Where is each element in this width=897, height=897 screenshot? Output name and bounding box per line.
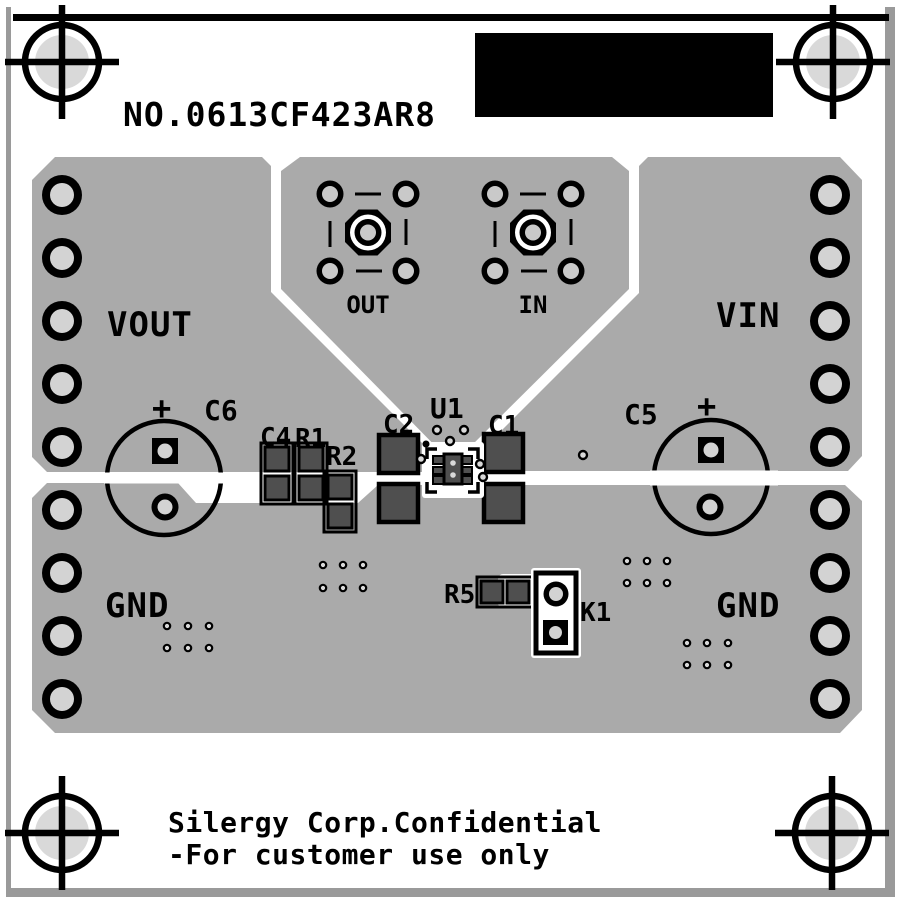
pour-top-left-vout: [32, 157, 451, 472]
refdes-c5: C5: [624, 398, 658, 431]
u1-ic: [422, 442, 484, 498]
left-pad-column: [42, 175, 82, 719]
via: [415, 453, 427, 465]
through-hole-pad: [42, 427, 82, 467]
board-number-text: NO.0613CF423AR8: [123, 95, 436, 134]
refdes-r1: R1: [295, 424, 326, 454]
plus-mark-c6: +: [152, 389, 171, 427]
c4-component: [259, 441, 295, 506]
label-out: OUT: [346, 291, 389, 319]
label-vout: VOUT: [107, 305, 193, 345]
label-gnd-left: GND: [105, 586, 169, 626]
c5-capacitor: [696, 437, 724, 521]
via: [458, 424, 470, 436]
through-hole-pad: [810, 301, 850, 341]
through-hole-pad: [42, 553, 82, 593]
through-hole-pad: [42, 490, 82, 530]
via: [577, 449, 589, 461]
via: [477, 471, 489, 483]
c1-component: [481, 431, 526, 525]
through-hole-pad: [810, 679, 850, 719]
plus-mark-c5: +: [697, 387, 716, 425]
refdes-r2: R2: [326, 442, 357, 472]
right-pad-column: [810, 175, 850, 719]
footer-line-1: Silergy Corp.Confidential: [168, 806, 602, 839]
through-hole-pad: [810, 238, 850, 278]
pour-bottom-gnd: [32, 483, 862, 733]
through-hole-pad: [810, 427, 850, 467]
through-hole-pad: [810, 175, 850, 215]
refdes-k1: K1: [580, 598, 611, 628]
footer-line-2: -For customer use only: [168, 838, 550, 871]
frame-bottom: [6, 888, 895, 897]
redaction-block: [475, 33, 773, 117]
refdes-c1: C1: [488, 411, 519, 441]
refdes-c2: C2: [383, 410, 414, 440]
through-hole-pad: [42, 175, 82, 215]
through-hole-pad: [42, 679, 82, 719]
through-hole-pad: [42, 616, 82, 656]
r1-component: [293, 441, 329, 506]
frame-left: [6, 7, 11, 897]
r5-component: [475, 574, 538, 609]
c2-component: [376, 432, 421, 525]
label-in: IN: [519, 291, 548, 319]
k1-jumper: [531, 568, 581, 658]
refdes-u1: U1: [430, 392, 464, 425]
frame-top: [13, 14, 889, 21]
through-hole-pad: [810, 616, 850, 656]
refdes-r5: R5: [444, 580, 475, 610]
frame-right: [885, 7, 895, 897]
refdes-c6: C6: [204, 394, 238, 427]
label-vin: VIN: [716, 296, 780, 336]
pour-split-left: [104, 472, 232, 484]
via: [474, 458, 486, 470]
through-hole-pad: [42, 364, 82, 404]
through-hole-pad: [810, 553, 850, 593]
through-hole-pad: [42, 301, 82, 341]
via: [431, 424, 443, 436]
via-filled: [422, 440, 430, 448]
pour-split-right: [650, 470, 778, 486]
via: [444, 435, 456, 447]
refdes-c4: C4: [260, 423, 291, 453]
through-hole-pad: [810, 490, 850, 530]
through-hole-pad: [42, 238, 82, 278]
c6-capacitor: [151, 438, 179, 521]
pour-top-right-vin: [461, 157, 862, 471]
label-gnd-right: GND: [716, 586, 780, 626]
r2-component: [322, 469, 358, 534]
through-hole-pad: [810, 364, 850, 404]
